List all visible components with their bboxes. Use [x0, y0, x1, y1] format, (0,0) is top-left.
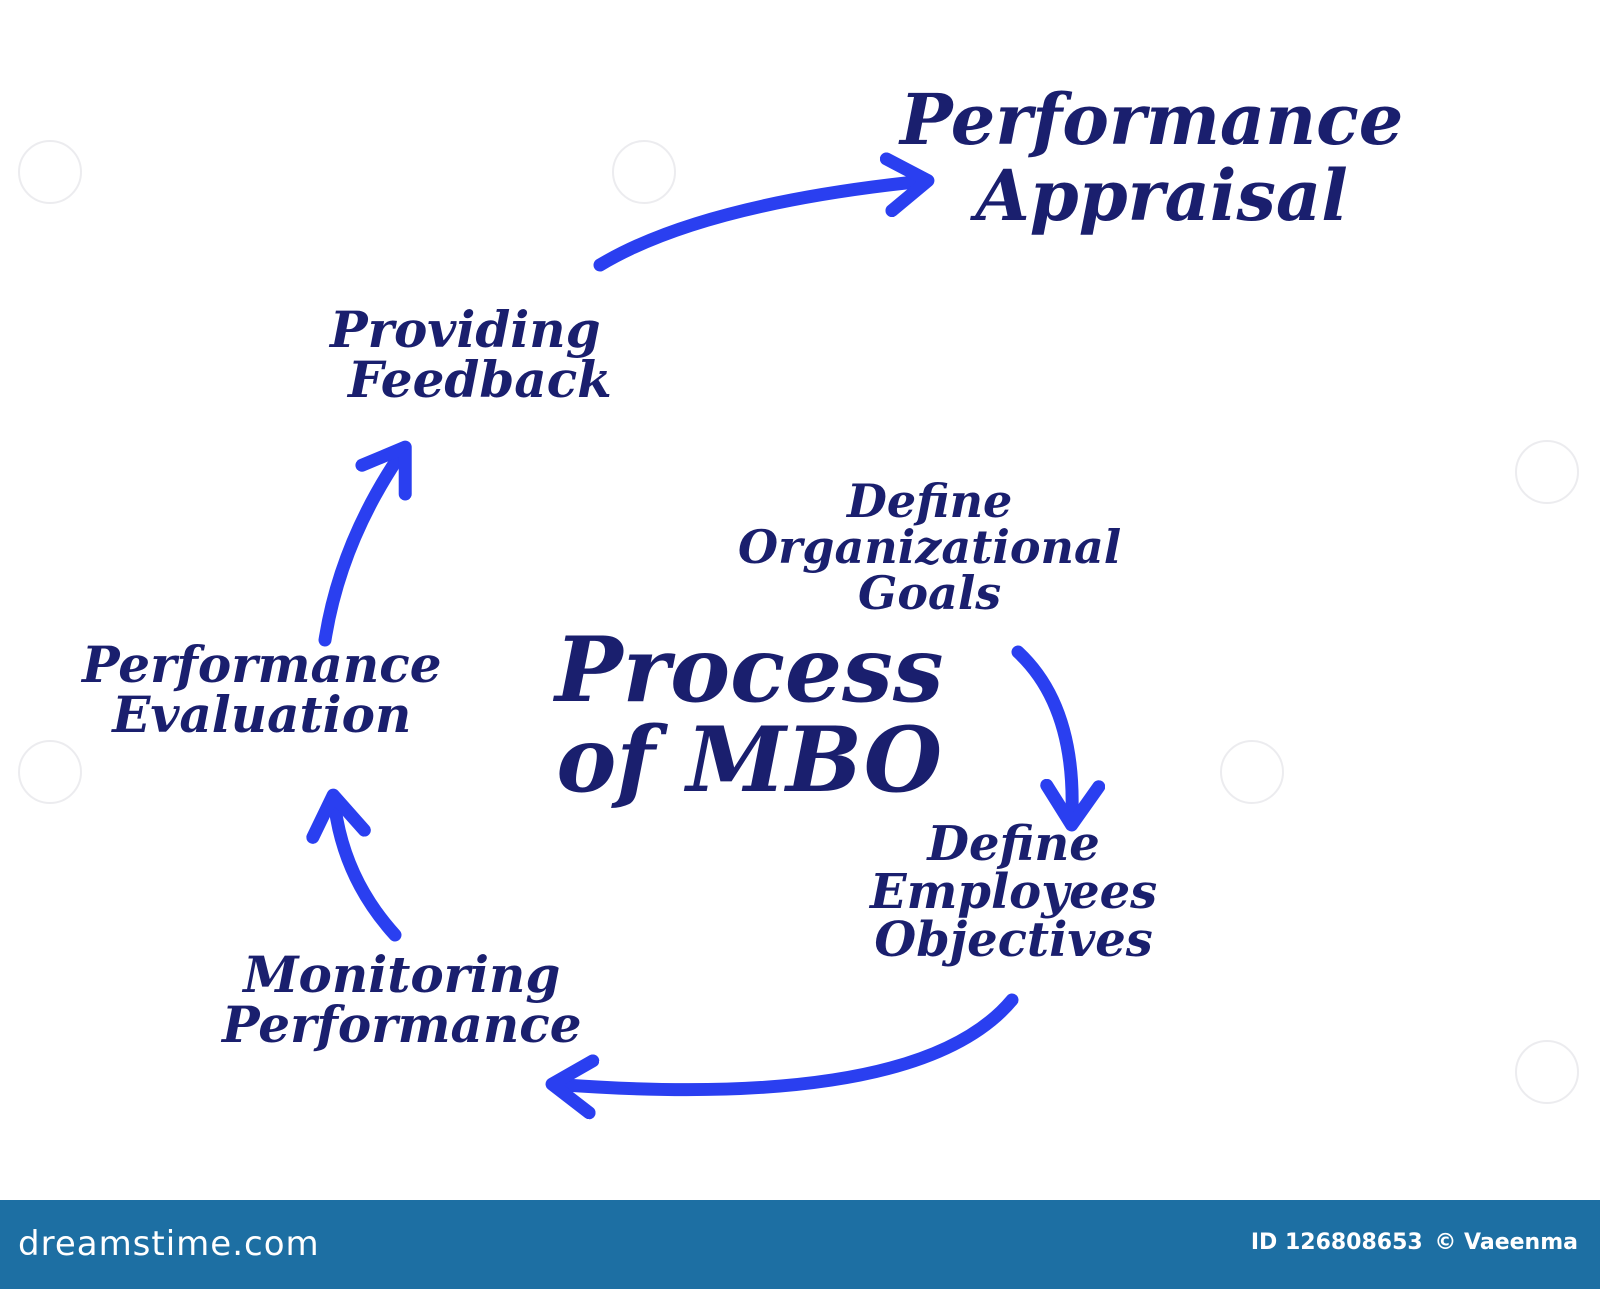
watermark-swirl-icon: [1515, 1040, 1579, 1104]
step-define-employees-objectives: Define Employees Objectives: [870, 820, 1157, 964]
image-id: ID 126808653: [1250, 1230, 1423, 1255]
step-line: Objectives: [874, 912, 1153, 968]
cycle-arrows: [306, 152, 1106, 1120]
watermark-swirl-icon: [1515, 440, 1579, 504]
arrow-feedback-to-appraisal: [593, 152, 935, 272]
diagram-canvas: Performance Appraisal Providing Feedback…: [18, 85, 1579, 1120]
step-line: Monitoring: [243, 945, 561, 1004]
step-line: Goals: [858, 566, 1002, 620]
dreamstime-logo[interactable]: dreamstime.com: [18, 1224, 320, 1264]
diagram-title: Process of MBO: [555, 625, 944, 805]
watermark-swirl-icon: [18, 140, 82, 204]
step-line: Performance: [82, 635, 442, 694]
title-line: Process: [555, 617, 944, 723]
stock-footer-bar: dreamstime.com ID 126808653 © Vaeenma: [0, 1200, 1600, 1289]
step-line: Organizational: [738, 520, 1122, 574]
step-providing-feedback: Providing Feedback: [330, 305, 612, 405]
step-define-organizational-goals: Define Organizational Goals: [738, 478, 1121, 616]
title-line: of MBO: [556, 707, 943, 813]
step-performance-evaluation: Performance Evaluation: [82, 640, 442, 740]
step-line: Performance: [222, 995, 582, 1054]
watermark-swirl-icon: [1220, 740, 1284, 804]
step-line: Evaluation: [112, 685, 412, 744]
step-line: Performance: [900, 78, 1404, 161]
step-line: Employees: [870, 864, 1158, 920]
step-line: Feedback: [348, 350, 612, 409]
step-line: Define: [846, 474, 1013, 528]
step-monitoring-performance: Monitoring Performance: [222, 950, 582, 1050]
step-line: Define: [927, 816, 1100, 872]
arrow-employee-objectives-to-monitoring: [545, 993, 1019, 1120]
author-credit: © Vaeenma: [1434, 1230, 1578, 1255]
step-performance-appraisal: Performance Appraisal: [900, 85, 1403, 231]
watermark-swirl-icon: [18, 740, 82, 804]
arrow-monitoring-to-evaluation: [306, 788, 402, 942]
image-credit: ID 126808653 © Vaeenma: [1247, 1230, 1578, 1255]
arrow-evaluation-to-feedback: [318, 440, 412, 647]
step-line: Appraisal: [975, 154, 1348, 237]
arrow-org-goals-to-employee-objectives: [1011, 645, 1106, 832]
watermark-swirl-icon: [612, 140, 676, 204]
step-line: Providing: [330, 300, 601, 359]
